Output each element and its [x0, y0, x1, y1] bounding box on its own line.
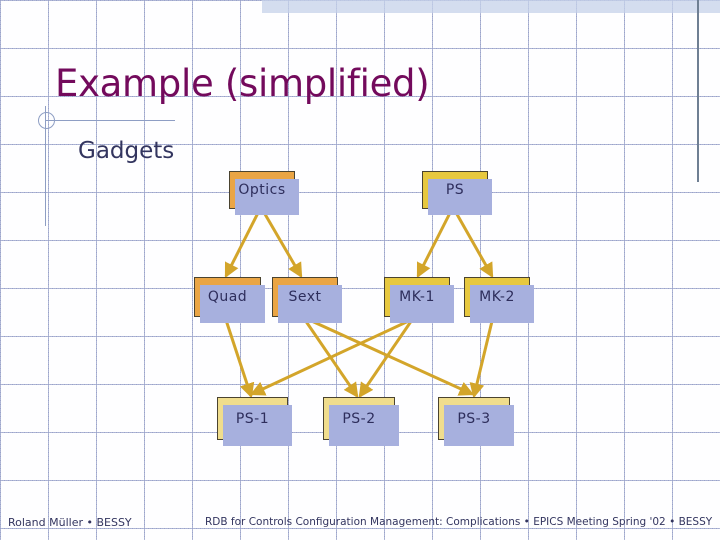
diagram-node-mk2[interactable]: MK-2: [464, 277, 534, 323]
footer-author: Roland Müller • BESSY: [8, 516, 132, 529]
top-accent-bar: [262, 0, 720, 13]
node-label: Sext: [288, 289, 322, 305]
edge-optics-to-sext: [260, 208, 303, 279]
footer-title: RDB for Controls Configuration Managemen…: [205, 516, 713, 528]
section-subtitle: Gadgets: [78, 138, 175, 164]
diagram-node-mk1[interactable]: MK-1: [384, 277, 454, 323]
title-underline-rule: [45, 120, 175, 121]
node-label: PS-2: [342, 410, 376, 427]
node-label: Optics: [238, 182, 286, 198]
diagram-node-ps3[interactable]: PS-3: [438, 397, 514, 446]
bullet-stem-line: [45, 106, 46, 226]
page-title: Example (simplified): [55, 62, 430, 105]
diagram-node-optics[interactable]: Optics: [229, 171, 299, 215]
node-label: PS-1: [235, 410, 270, 427]
diagram-node-sext[interactable]: Sext: [272, 277, 342, 323]
edge-optics-to-quad: [224, 208, 262, 279]
diagram-node-quad[interactable]: Quad: [194, 277, 265, 323]
node-label: MK-2: [479, 289, 515, 305]
right-vertical-rule: [697, 0, 699, 182]
node-label: PS: [445, 182, 465, 198]
diagram-node-ps[interactable]: PS: [422, 171, 492, 215]
edge-sext-to-ps3: [304, 316, 475, 396]
edge-quad-to-ps1: [223, 316, 255, 399]
edge-mk2-to-ps3: [469, 316, 495, 399]
edge-sext-to-ps2: [301, 316, 359, 398]
node-label: PS-3: [457, 410, 491, 427]
edge-mk1-to-ps2: [358, 316, 416, 398]
node-label: Quad: [207, 289, 248, 305]
edge-ps-to-mk1: [416, 208, 454, 279]
diagram-node-ps2[interactable]: PS-2: [323, 397, 399, 446]
edge-ps-to-mk2: [452, 208, 494, 279]
diagram-node-ps1[interactable]: PS-1: [217, 397, 292, 446]
bullet-circle-icon: [38, 112, 55, 129]
edge-mk1-to-ps1: [249, 316, 416, 396]
node-label: MK-1: [399, 289, 435, 305]
